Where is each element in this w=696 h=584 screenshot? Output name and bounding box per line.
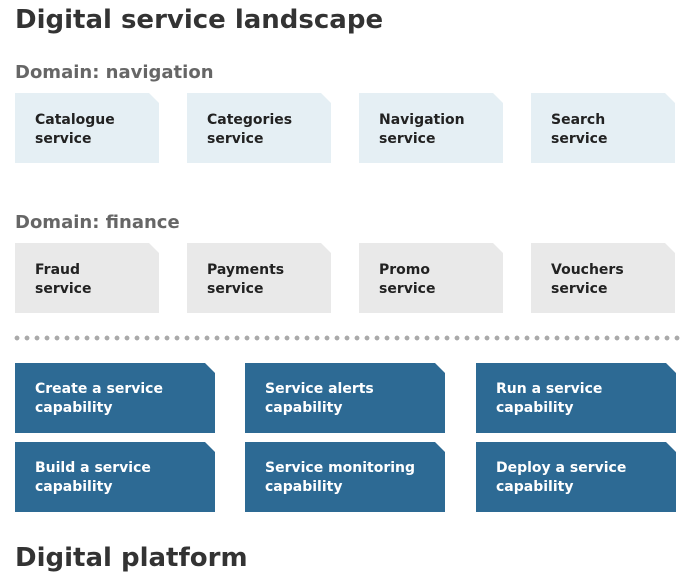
service-name: Catalogue	[35, 112, 115, 128]
service-name: Fraud	[35, 262, 81, 278]
service-card-vouchers[interactable]: Vouchers service	[531, 243, 675, 313]
service-card-fraud[interactable]: Fraud service	[15, 243, 159, 313]
service-name: Vouchers	[551, 262, 624, 278]
service-type: service	[551, 281, 608, 297]
capability-name: Build a service	[35, 460, 151, 476]
capability-card-deploy[interactable]: Deploy a service capability	[476, 442, 676, 512]
capability-name: Service monitoring	[265, 460, 416, 476]
domain-navigation-title: Domain: navigation	[15, 62, 214, 83]
dotted-divider	[12, 335, 680, 341]
landscape-title: Digital service landscape	[15, 5, 384, 35]
service-type: service	[379, 131, 436, 147]
capability-name: Deploy a service	[496, 460, 627, 476]
capability-card-monitoring[interactable]: Service monitoring capability	[245, 442, 445, 512]
capability-name: Run a service	[496, 381, 603, 397]
service-name: Categories	[207, 112, 293, 128]
service-card-search[interactable]: Search service	[531, 93, 675, 163]
capability-type: capability	[496, 400, 574, 416]
capability-type: capability	[265, 400, 343, 416]
service-name: Search	[551, 112, 606, 128]
service-type: service	[551, 131, 608, 147]
capability-card-alerts[interactable]: Service alerts capability	[245, 363, 445, 433]
service-name: Navigation	[379, 112, 465, 128]
capability-card-run[interactable]: Run a service capability	[476, 363, 676, 433]
capability-type: capability	[496, 479, 574, 495]
capability-card-create[interactable]: Create a service capability	[15, 363, 215, 433]
service-type: service	[379, 281, 436, 297]
capability-type: capability	[35, 400, 113, 416]
capability-name: Service alerts	[265, 381, 374, 397]
service-card-categories[interactable]: Categories service	[187, 93, 331, 163]
platform-title: Digital platform	[15, 543, 248, 573]
service-type: service	[35, 281, 92, 297]
service-name: Promo	[379, 262, 430, 278]
service-card-promo[interactable]: Promo service	[359, 243, 503, 313]
service-type: service	[207, 281, 264, 297]
capability-type: capability	[35, 479, 113, 495]
capability-card-build[interactable]: Build a service capability	[15, 442, 215, 512]
capability-name: Create a service	[35, 381, 163, 397]
service-card-payments[interactable]: Payments service	[187, 243, 331, 313]
service-name: Payments	[207, 262, 285, 278]
service-type: service	[35, 131, 92, 147]
service-card-navigation[interactable]: Navigation service	[359, 93, 503, 163]
domain-finance-title: Domain: finance	[15, 212, 180, 233]
service-card-catalogue[interactable]: Catalogue service	[15, 93, 159, 163]
service-type: service	[207, 131, 264, 147]
capability-type: capability	[265, 479, 343, 495]
